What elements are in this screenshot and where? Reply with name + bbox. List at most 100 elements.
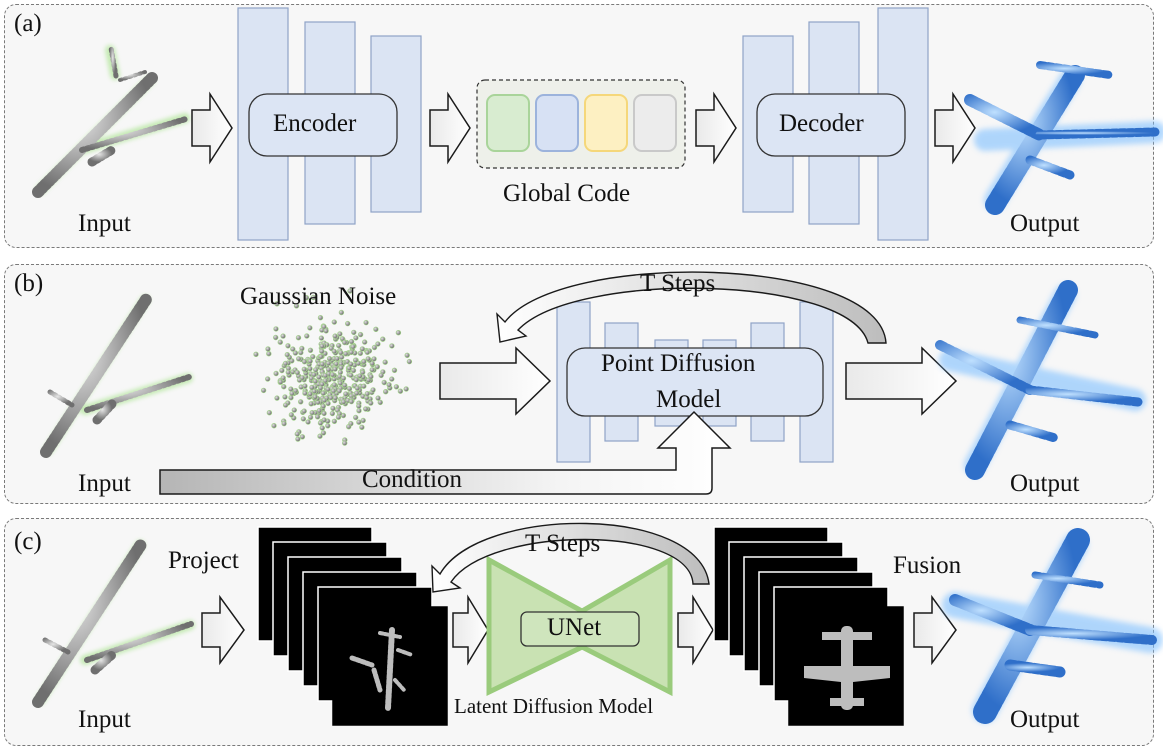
noise-point	[301, 366, 307, 372]
noise-point	[304, 333, 310, 339]
noise-point	[357, 350, 364, 356]
panel-c-input-label: Input	[78, 706, 131, 733]
noise-point	[277, 379, 284, 385]
noise-point	[332, 333, 338, 339]
noise-point	[320, 390, 326, 396]
noise-point	[318, 353, 324, 360]
condition-arrow	[159, 410, 732, 495]
noise-point	[331, 418, 338, 424]
noise-point	[302, 390, 308, 396]
noise-point	[383, 389, 389, 395]
noise-point	[350, 344, 356, 350]
noise-point	[378, 372, 384, 379]
noise-point	[307, 366, 313, 372]
noise-point	[338, 309, 345, 316]
noise-point	[338, 349, 344, 356]
noise-point	[295, 436, 301, 442]
noise-point	[337, 331, 343, 337]
condition-label: Condition	[362, 466, 463, 493]
noise-point	[389, 343, 395, 349]
noise-point	[346, 386, 353, 392]
panel-b-label: (b)	[14, 270, 44, 297]
noise-point	[319, 343, 325, 349]
noise-point	[281, 384, 287, 390]
noise-point	[395, 330, 402, 336]
noise-point	[342, 382, 348, 388]
noise-point	[325, 386, 331, 392]
noise-point	[364, 391, 370, 397]
noise-point	[353, 335, 359, 341]
panel-b-content	[40, 271, 1146, 495]
panel-b-input-label: Input	[78, 470, 131, 497]
t-steps-label-b: T Steps	[640, 270, 716, 297]
noise-point	[307, 325, 313, 331]
noise-point	[289, 390, 295, 397]
noise-point	[403, 386, 409, 392]
noise-point	[364, 349, 371, 355]
noise-point	[293, 303, 300, 309]
noise-point	[266, 410, 273, 416]
noise-point	[393, 384, 400, 390]
arrow-b2	[845, 346, 958, 416]
depth-image-stack-right	[713, 526, 904, 726]
noise-point	[309, 384, 315, 391]
noise-point	[356, 403, 362, 409]
noise-point	[288, 412, 295, 418]
noise-point	[336, 388, 342, 394]
noise-point	[299, 375, 305, 381]
noise-point	[391, 367, 398, 373]
noise-point	[323, 328, 329, 334]
noise-point	[266, 351, 272, 357]
noise-point	[348, 361, 354, 367]
noise-point	[325, 366, 332, 373]
noise-point	[273, 370, 279, 377]
unet-label: UNet	[547, 614, 602, 641]
noise-point	[284, 352, 290, 358]
noise-point	[373, 326, 379, 332]
noise-point	[386, 382, 392, 388]
noise-point	[354, 385, 361, 391]
pdm-label-line1: Point Diffusion	[601, 350, 756, 377]
noise-point	[322, 378, 329, 384]
noise-point	[285, 343, 291, 349]
noise-point	[319, 348, 325, 354]
noise-point	[299, 434, 306, 440]
noise-point	[359, 424, 365, 430]
noise-point	[321, 397, 328, 403]
encoder-box	[248, 93, 398, 157]
fusion-label: Fusion	[893, 552, 962, 579]
noise-point	[348, 372, 354, 378]
gaussian-noise-label: Gaussian Noise	[240, 283, 397, 310]
noise-point	[330, 388, 337, 394]
ldm-label: Latent Diffusion Model	[454, 694, 654, 718]
noise-point	[265, 346, 271, 352]
noise-point	[295, 335, 302, 341]
noise-point	[273, 334, 279, 341]
noise-point	[298, 399, 304, 405]
noise-point	[326, 356, 333, 362]
noise-point	[329, 410, 336, 417]
input-pointcloud-b	[40, 292, 193, 458]
airplane-silhouette-icon	[804, 626, 890, 710]
global-code-label: Global Code	[503, 180, 631, 207]
arrow-a1	[191, 91, 233, 165]
noise-point	[317, 420, 324, 426]
noise-point	[332, 366, 338, 372]
noise-point	[404, 352, 410, 358]
noise-point	[368, 373, 374, 380]
noise-point	[397, 388, 404, 394]
noise-point	[332, 395, 339, 401]
pdm-label-line2: Model	[656, 386, 722, 413]
arrow-c1	[201, 594, 245, 666]
noise-point	[307, 358, 313, 364]
panel-a-label: (a)	[14, 10, 42, 37]
noise-point	[301, 408, 307, 414]
noise-point	[308, 401, 314, 407]
arrow-a2	[429, 91, 471, 165]
noise-point	[319, 361, 325, 367]
noise-point	[279, 367, 285, 374]
noise-point	[377, 399, 383, 406]
noise-point	[301, 359, 308, 365]
arrow-c4	[913, 594, 957, 666]
code-slot-gray	[633, 94, 677, 152]
